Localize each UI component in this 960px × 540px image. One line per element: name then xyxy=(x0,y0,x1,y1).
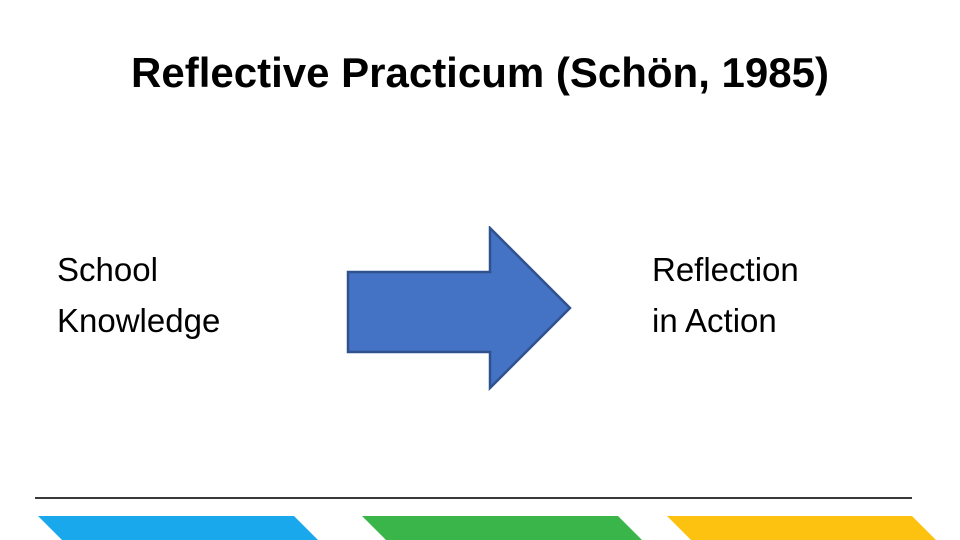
slide-title: Reflective Practicum (Schön, 1985) xyxy=(131,49,829,96)
footer-stripe-yellow xyxy=(667,516,936,540)
footer-stripe-blue xyxy=(38,516,318,540)
reflection-in-action-line1: Reflection xyxy=(652,251,799,288)
footer-divider-line xyxy=(35,497,912,499)
footer-stripe-green xyxy=(362,516,642,540)
right-arrow-shape xyxy=(346,224,572,392)
school-knowledge-label: School Knowledge xyxy=(57,244,220,346)
reflection-in-action-line2: in Action xyxy=(652,302,777,340)
right-arrow-icon xyxy=(346,224,574,392)
school-knowledge-line2: Knowledge xyxy=(57,302,221,340)
school-knowledge-line1: School xyxy=(57,251,158,288)
right-arrow-svg xyxy=(346,224,572,392)
reflection-in-action-label: Reflection in Action xyxy=(652,244,799,346)
